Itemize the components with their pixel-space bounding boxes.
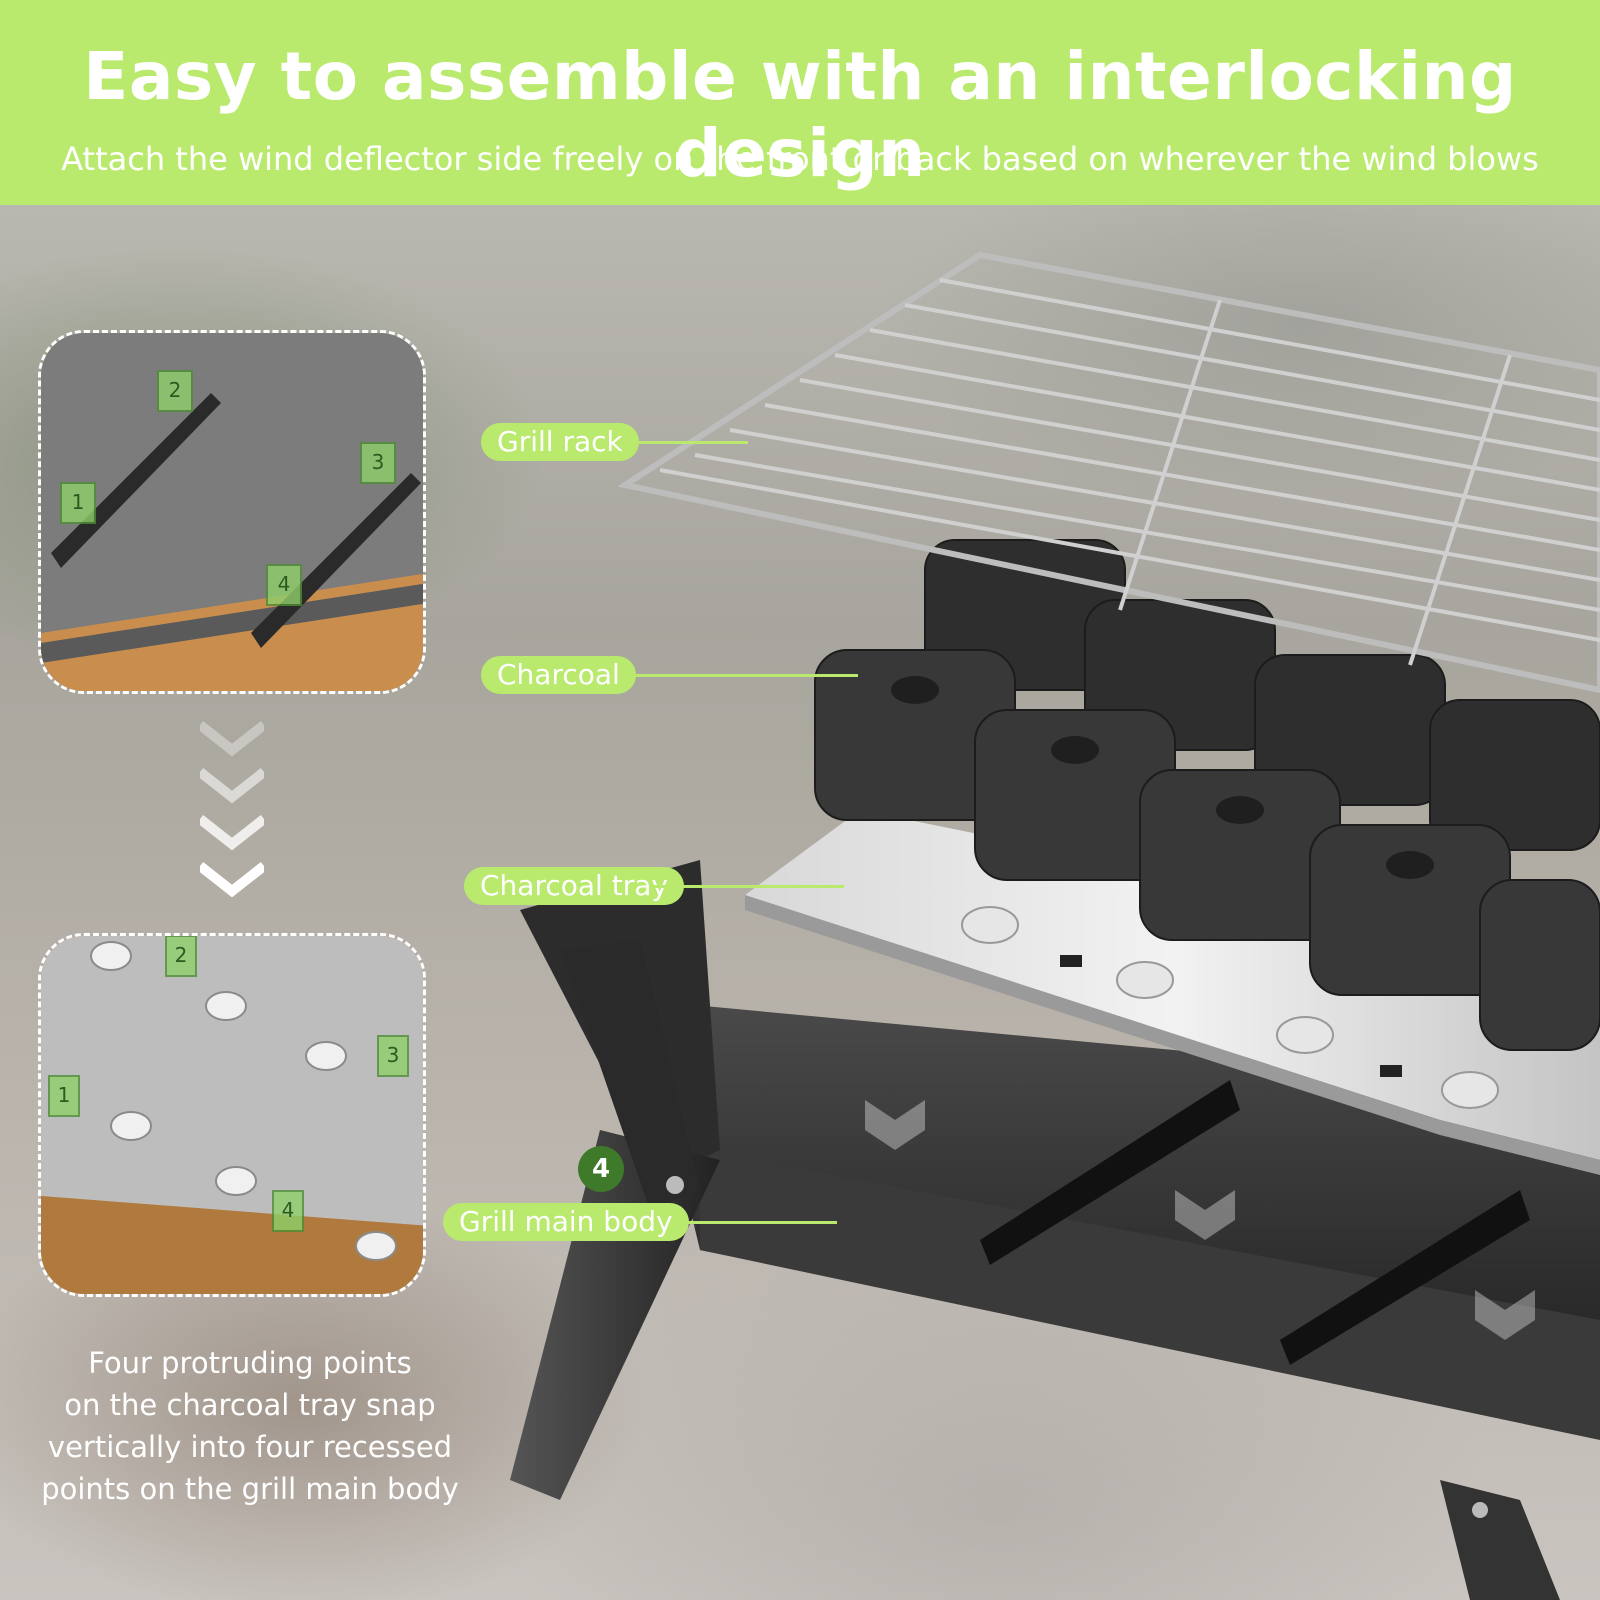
briquette-hole — [1386, 851, 1434, 879]
caption-line: on the charcoal tray snap — [64, 1388, 436, 1422]
detail-charcoal-tray-protrusions: 2 3 1 4 — [38, 933, 426, 1297]
tray-protrusion — [90, 941, 132, 971]
grill-leg-back — [560, 940, 700, 1210]
leader-line — [628, 441, 748, 444]
protrusion-marker-label: 3 — [387, 1043, 400, 1067]
assembly-caption: Four protruding points on the charcoal t… — [30, 1342, 470, 1510]
leg-rivet — [1472, 1502, 1488, 1518]
down-arrows-icon — [200, 720, 264, 898]
tray-protrusion — [205, 991, 247, 1021]
briquette-hole — [891, 676, 939, 704]
charcoal-tray-edge — [745, 895, 1600, 1175]
body-rail-left — [980, 1080, 1240, 1265]
tray-protrusion — [355, 1231, 397, 1261]
page-subtitle: Attach the wind deflector side freely on… — [61, 140, 1539, 178]
detail-grill-body-recesses: 2 1 3 4 — [38, 330, 426, 694]
down-arrow-icon — [1175, 1190, 1235, 1240]
tray-protrusion — [110, 1111, 152, 1141]
charcoal-briquette — [1429, 699, 1600, 851]
tray-bump — [1276, 1016, 1334, 1054]
recess-marker — [60, 482, 96, 524]
caption-line: vertically into four recessed — [47, 1430, 453, 1464]
grill-body-front — [700, 1150, 1600, 1440]
recess-marker-label: 4 — [278, 572, 291, 596]
header-banner: Easy to assemble with an interlocking de… — [0, 0, 1600, 205]
caption-line: points on the grill main body — [41, 1472, 459, 1506]
recess-marker — [157, 370, 193, 412]
body-rail-right — [1280, 1190, 1530, 1365]
down-arrow-icon — [865, 1100, 925, 1150]
recess-marker-label: 2 — [169, 378, 182, 402]
charcoal-briquette — [1479, 879, 1600, 1051]
step-badge: 4 — [578, 1146, 624, 1192]
leader-line — [628, 674, 858, 677]
grill-illustration — [510, 251, 1600, 1600]
tray-protrusion — [215, 1166, 257, 1196]
grill-leg-right — [1440, 1480, 1560, 1600]
protrusion-marker — [377, 1035, 409, 1077]
briquette-hole — [1216, 796, 1264, 824]
page-title: Easy to assemble with an interlocking de… — [83, 38, 1517, 192]
grill-rack — [617, 251, 1600, 694]
protrusion-marker — [48, 1075, 80, 1117]
tray-slot — [1380, 1065, 1402, 1077]
tray-slot — [1060, 955, 1082, 967]
recess-marker — [266, 564, 302, 606]
caption-line: Four protruding points — [88, 1346, 412, 1380]
tray-protrusion — [305, 1041, 347, 1071]
recess-marker-label: 3 — [372, 450, 385, 474]
callout-grill-rack: Grill rack — [481, 423, 639, 461]
briquette-hole — [1051, 736, 1099, 764]
protrusion-marker-label: 2 — [175, 943, 188, 967]
callout-grill-main-body: Grill main body — [443, 1203, 689, 1241]
protrusion-marker — [165, 936, 197, 977]
tray-bump — [1441, 1071, 1499, 1109]
leader-line — [672, 1221, 837, 1224]
leader-line — [654, 885, 844, 888]
tray-bump — [961, 906, 1019, 944]
callout-charcoal: Charcoal — [481, 656, 636, 694]
recess-marker-label: 1 — [72, 490, 85, 514]
protrusion-marker — [272, 1190, 304, 1232]
protrusion-marker-label: 1 — [58, 1083, 71, 1107]
down-arrow-icon — [1475, 1290, 1535, 1340]
callout-charcoal-tray: Charcoal tray — [464, 867, 684, 905]
recess-marker — [360, 442, 396, 484]
leg-rivet — [666, 1176, 684, 1194]
protrusion-marker-label: 4 — [282, 1198, 295, 1222]
tray-bump — [1116, 961, 1174, 999]
